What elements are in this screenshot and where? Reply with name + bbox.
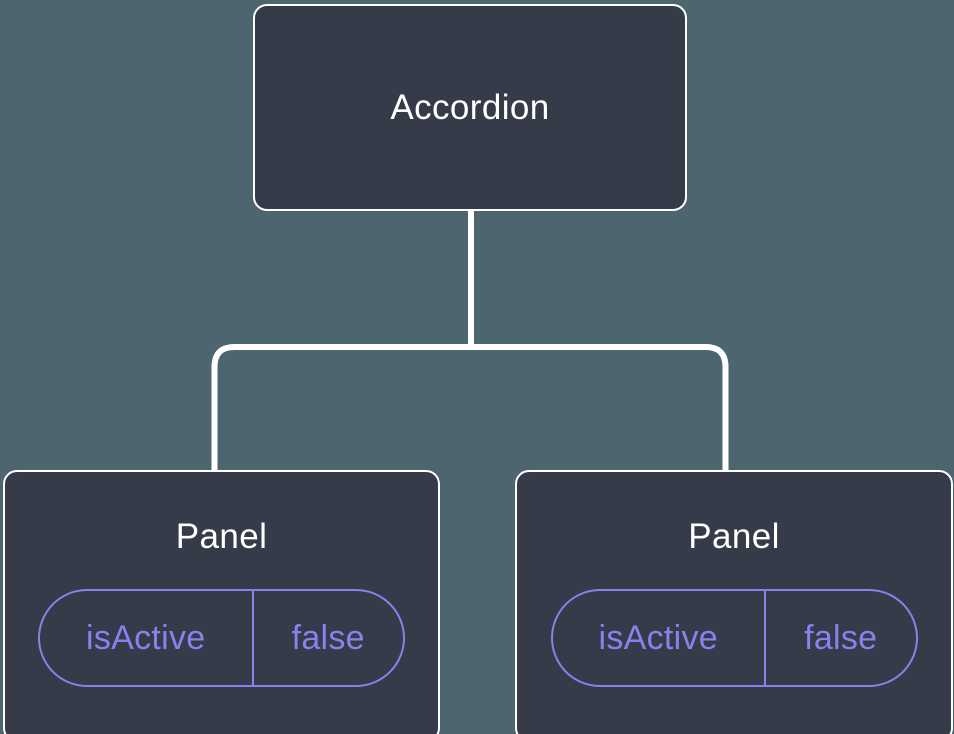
state-pill: isActive false [38, 589, 405, 687]
state-key-label: isActive [598, 618, 719, 657]
state-value-label: false [251, 591, 404, 685]
state-key-label: isActive [85, 618, 206, 657]
state-pill: isActive false [550, 589, 918, 687]
children-connector-bracket [211, 344, 729, 472]
panel-node-label: Panel [175, 517, 268, 556]
panel-node-right: Panel isActive false [515, 470, 953, 734]
accordion-node-label: Accordion [390, 87, 550, 127]
panel-node-left: Panel isActive false [3, 470, 440, 734]
accordion-node: Accordion [253, 4, 687, 211]
panel-node-label: Panel [688, 517, 780, 556]
state-value-label: false [764, 591, 916, 685]
